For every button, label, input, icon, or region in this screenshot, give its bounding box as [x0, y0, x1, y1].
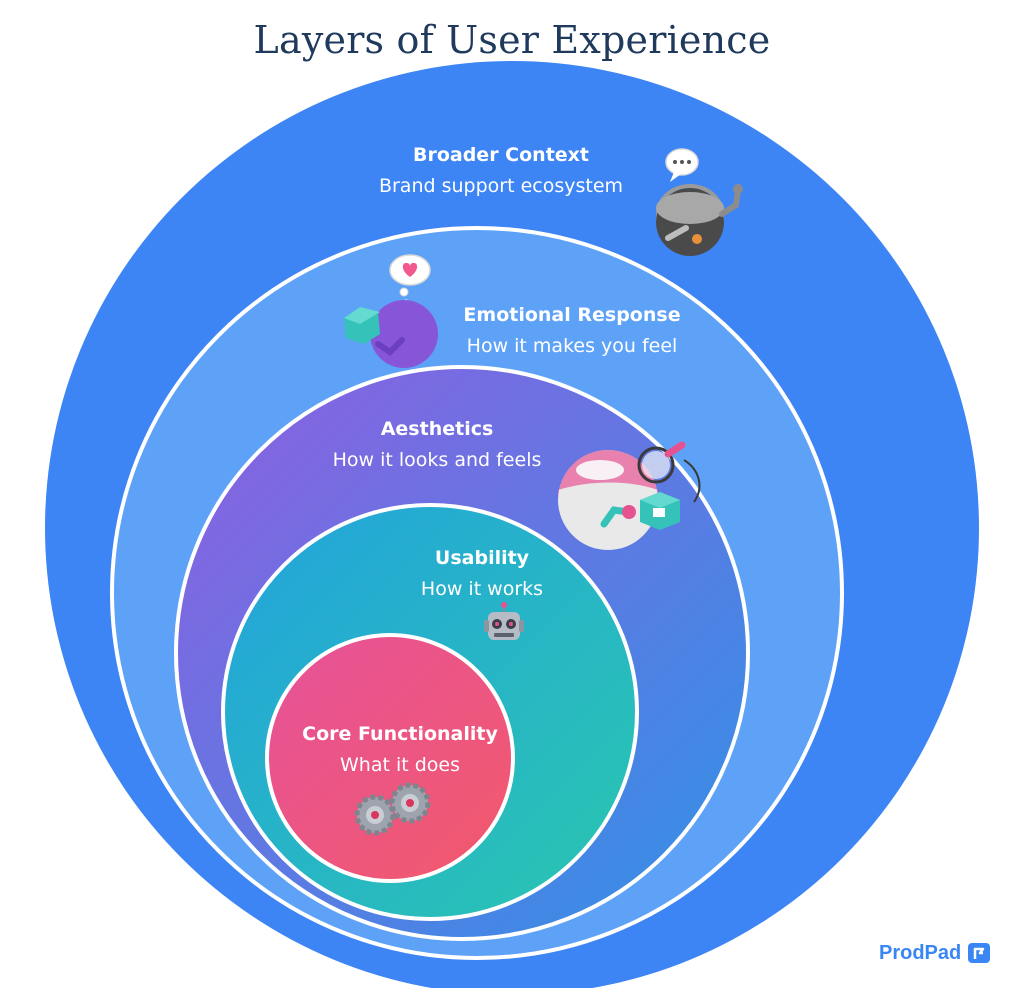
grey-robot-icon	[656, 184, 743, 256]
brand-name: ProdPad	[879, 941, 962, 964]
page-title: Layers of User Experience	[253, 18, 771, 62]
speech-bubble-icon	[665, 148, 699, 182]
usability-subtitle: How it works	[421, 578, 543, 600]
broader-context-title: Broader Context	[413, 144, 589, 166]
usability-title: Usability	[435, 547, 530, 569]
broader-context-subtitle: Brand support ecosystem	[379, 175, 623, 197]
emotional-response-subtitle: How it makes you feel	[467, 335, 678, 357]
gears-icon	[354, 782, 431, 836]
prodpad-logo-icon	[968, 943, 991, 963]
purple-robot-icon	[344, 300, 438, 368]
core-functionality-subtitle: What it does	[340, 754, 460, 776]
robot-face-icon	[484, 602, 524, 640]
core-functionality-title: Core Functionality	[302, 723, 498, 745]
layer-core-functionality	[265, 633, 515, 883]
prodpad-brand: ProdPad	[879, 938, 991, 968]
emotional-response-title: Emotional Response	[463, 304, 680, 326]
aesthetics-subtitle: How it looks and feels	[333, 449, 542, 471]
aesthetics-title: Aesthetics	[381, 418, 494, 440]
magnifier-robot-icon	[558, 441, 701, 550]
